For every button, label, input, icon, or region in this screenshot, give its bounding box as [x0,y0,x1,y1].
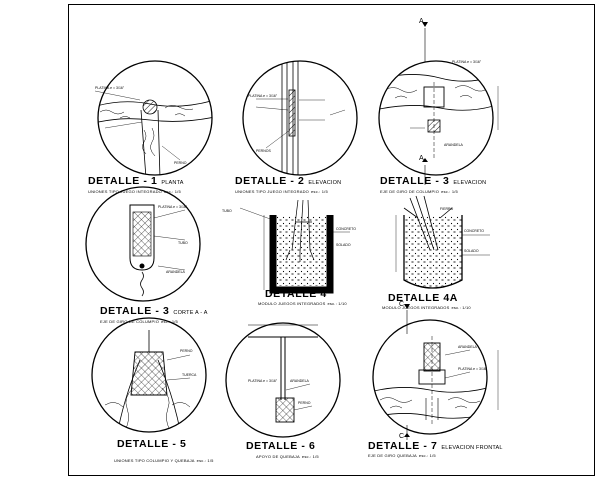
section-mark-c: C C [399,301,410,440]
d6-note-3: PLATINA e = 3/16" [248,379,278,383]
d4-note-2: CONCRETO [336,227,356,231]
d1-note-2: PERNO [174,161,187,165]
d2-note-2: PERNOS [256,149,271,153]
d2-note-1: PLATINA e = 3/16" [248,94,278,98]
section-a-top: A [419,18,424,25]
d3-note-2: ARANDELA [444,143,464,147]
detail-2-drawing: PLATINA e = 3/16" PERNOS [242,60,358,176]
detail-5-drawing: PERNO TUERCA [91,317,207,433]
d4-note-3: SOLADO [336,243,351,247]
detail-4-drawing: TUBO CONCRETO SOLADO [222,199,356,294]
detail-6-title: DETALLE - 6 [246,440,316,452]
detail-6-drawing: ARANDELA PERNO PLATINA e = 3/16" [225,322,341,438]
d1-note-1: PLATINA e = 3/16" [95,86,125,90]
section-a-bottom: A [419,155,424,162]
d3a-note-2: TUBO [178,241,188,245]
detail-4a-drawing: FIERRO CONCRETO SOLADO [395,195,490,289]
d4a-note-2: CONCRETO [464,229,484,233]
detail-3-drawing: PLATINA e = 3/16" ARANDELA [378,60,499,176]
section-c-bottom: C [399,433,404,440]
d3a-note-3: ARANDELA [166,270,186,274]
d3a-note-1: PLATINA e = 3/16" [158,205,188,209]
section-c-top: C [399,301,404,308]
d4a-note-3: SOLADO [464,249,479,253]
d5-note-1: PERNO [180,349,193,353]
detail-5-title: DETALLE - 5 [117,438,187,450]
detail-7-drawing: ARANDELA PLATINA e = 3/16" [372,319,499,435]
detail-4a-title: DETALLE 4A [388,292,458,304]
d3-note-1: PLATINA e = 3/16" [452,60,482,64]
d6-note-1: ARANDELA [290,379,310,383]
sheet-frame [68,4,595,476]
d6-note-2: PERNO [298,401,311,405]
d7-note-2: PLATINA e = 3/16" [458,367,488,371]
d7-note-1: ARANDELA [458,345,478,349]
d4-note-1: TUBO [222,209,232,213]
d5-note-2: TUERCA [182,373,197,377]
d4a-note-1: FIERRO [440,207,454,211]
section-mark-a: A A [419,18,428,185]
detail-3-section-drawing: PLATINA e = 3/16" TUBO ARANDELA [85,186,201,302]
detail-4-title: DETALLE 4 [265,288,327,300]
detail-1-drawing: PLATINA e = 3/16" PERNO [94,60,213,176]
